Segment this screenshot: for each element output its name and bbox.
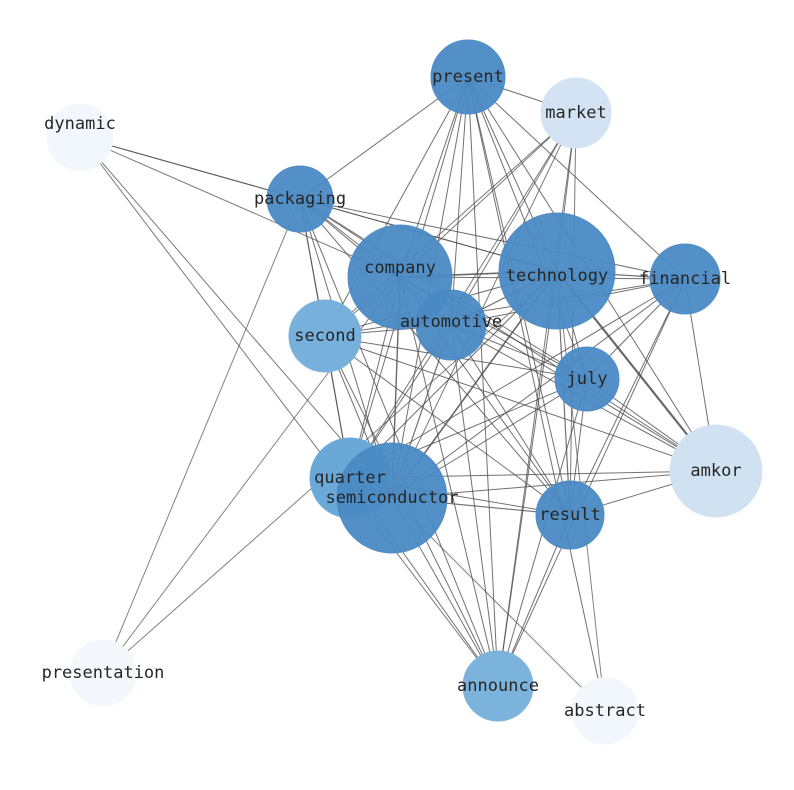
graph-node-label-packaging: packaging	[254, 189, 346, 209]
graph-edge	[467, 76, 606, 712]
graph-edge	[450, 112, 577, 326]
graph-edge	[569, 278, 686, 516]
graph-node-july[interactable]	[554, 346, 620, 412]
graph-node-label-technology: technology	[506, 266, 608, 286]
edges-layer	[79, 76, 717, 712]
labels-layer: present market dynamic packaging technology c…	[42, 67, 742, 721]
graph-edge	[399, 276, 499, 687]
nodes-layer	[46, 39, 763, 745]
graph-edge	[497, 270, 558, 687]
graph-edge	[299, 198, 686, 280]
graph-node-result[interactable]	[535, 480, 605, 550]
graph-node-semiconductor[interactable]	[336, 442, 448, 554]
graph-node-amkor[interactable]	[669, 424, 763, 518]
graph-edge	[391, 278, 686, 499]
graph-node-packaging[interactable]	[266, 165, 334, 233]
graph-node-label-semiconductor: semiconductor	[325, 488, 458, 508]
graph-node-technology[interactable]	[498, 212, 616, 330]
graph-edge	[467, 76, 686, 280]
graph-node-label-presentation: presentation	[42, 663, 165, 683]
graph-node-label-july: july	[567, 369, 608, 389]
graph-node-label-abstract: abstract	[564, 701, 646, 721]
graph-node-financial[interactable]	[649, 243, 721, 315]
graph-node-label-financial: financial	[639, 269, 731, 289]
graph-edge	[324, 335, 571, 516]
graph-edge	[450, 324, 571, 516]
graph-edge	[497, 278, 686, 687]
graph-edge	[324, 76, 469, 337]
graph-node-label-second: second	[294, 326, 355, 346]
graph-node-label-quarter: quarter	[314, 468, 386, 488]
graph-node-automotive[interactable]	[415, 289, 487, 361]
graph-node-market[interactable]	[540, 77, 612, 149]
graph-node-abstract[interactable]	[571, 677, 639, 745]
graph-node-label-company: company	[364, 258, 436, 278]
graph-edge	[79, 136, 393, 499]
graph-node-second[interactable]	[288, 299, 362, 373]
graph-node-label-market: market	[545, 103, 606, 123]
graph-node-dynamic[interactable]	[46, 103, 114, 171]
graph-node-label-amkor: amkor	[690, 461, 741, 481]
graph-node-label-announce: announce	[457, 676, 539, 696]
graph-node-label-dynamic: dynamic	[44, 114, 116, 134]
graph-node-label-result: result	[539, 505, 600, 525]
graph-edge	[450, 76, 469, 326]
graph-edge	[102, 198, 301, 674]
graph-edge	[299, 198, 499, 687]
graph-edge	[324, 335, 717, 472]
graph-node-announce[interactable]	[462, 650, 534, 722]
graph-edge	[79, 136, 499, 687]
graph-node-present[interactable]	[430, 39, 506, 115]
graph-edge	[391, 112, 577, 499]
graph-edge	[299, 198, 571, 516]
graph-node-label-present: present	[432, 67, 504, 87]
graph-node-label-automotive: automotive	[400, 312, 502, 332]
graph-edge	[467, 76, 499, 687]
graph-node-presentation[interactable]	[69, 639, 137, 707]
